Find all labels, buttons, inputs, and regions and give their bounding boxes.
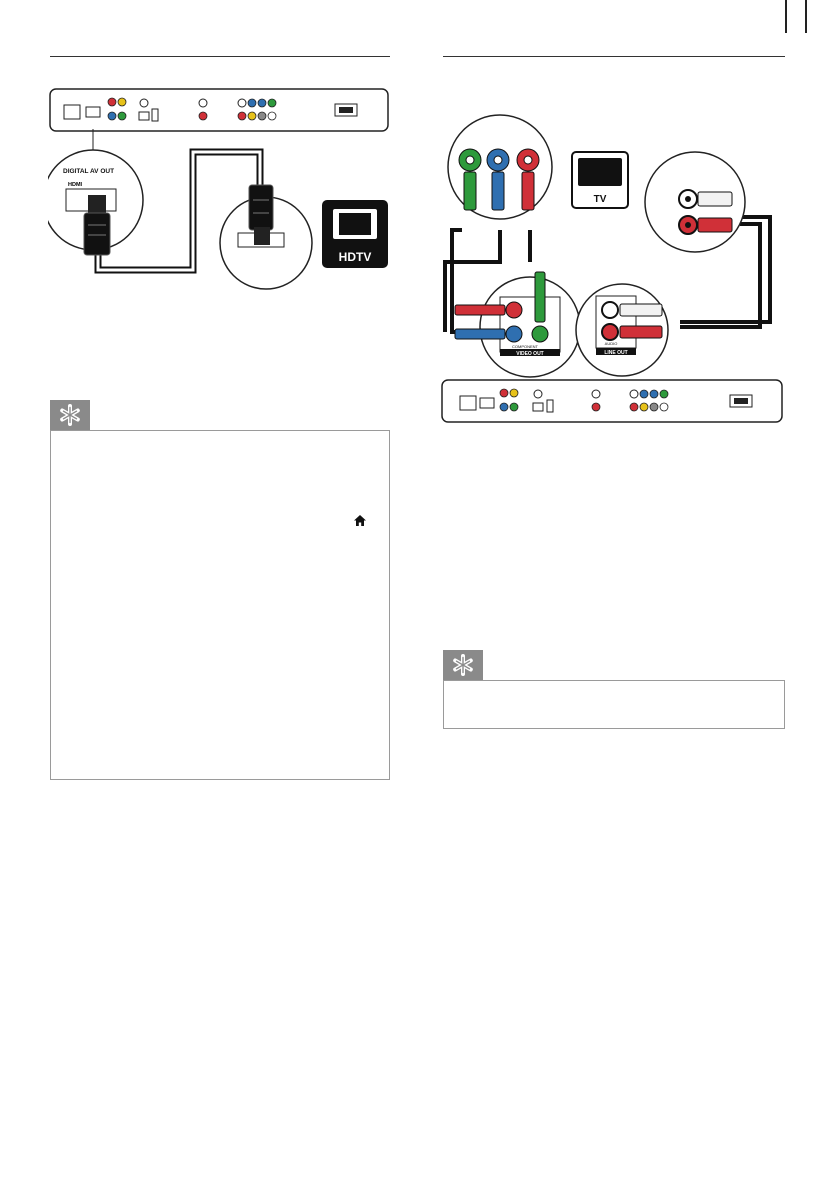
- hdtv-icon: HDTV: [322, 200, 388, 268]
- player-back-panel-right: [441, 379, 783, 423]
- left-section-rule: [50, 56, 390, 57]
- line-out-inset: AUDIO LINE OUT: [575, 283, 669, 377]
- tv-label: TV: [594, 194, 607, 205]
- tv-icon: TV: [571, 151, 629, 209]
- home-icon: [354, 515, 366, 526]
- tip-tab-left: [50, 400, 90, 430]
- crop-mark-right: [805, 0, 807, 33]
- tip-box-left: [50, 430, 390, 780]
- hdtv-label: HDTV: [339, 250, 372, 264]
- component-sublabel: COMPONENT: [512, 344, 539, 349]
- line-out-label: LINE OUT: [604, 350, 627, 356]
- tv-hdmi-inset: [219, 184, 313, 290]
- audio-sublabel: AUDIO: [605, 341, 618, 346]
- asterisk-icon: [60, 404, 80, 426]
- player-back-panel: [49, 88, 389, 132]
- component-connection-diagram: TV COMPONENT VIDEO OUT AUDIO LINE OUT: [441, 114, 783, 423]
- right-section-rule: [443, 56, 785, 57]
- hdmi-connection-diagram: DIGITAL AV OUT HDMI HDTV: [48, 88, 389, 290]
- component-plugs-inset: [447, 114, 553, 220]
- tip-tab-right: [443, 650, 483, 680]
- tip-box-right: [443, 680, 785, 729]
- video-out-label: VIDEO OUT: [516, 351, 544, 357]
- hdmi-label: HDMI: [68, 182, 83, 188]
- digital-av-out-inset: DIGITAL AV OUT HDMI: [48, 149, 144, 256]
- crop-mark-left: [785, 0, 787, 33]
- asterisk-icon: [453, 654, 473, 676]
- video-out-inset: COMPONENT VIDEO OUT: [454, 271, 581, 378]
- inset-label: DIGITAL AV OUT: [63, 168, 114, 175]
- tv-audio-in-inset: [644, 151, 746, 253]
